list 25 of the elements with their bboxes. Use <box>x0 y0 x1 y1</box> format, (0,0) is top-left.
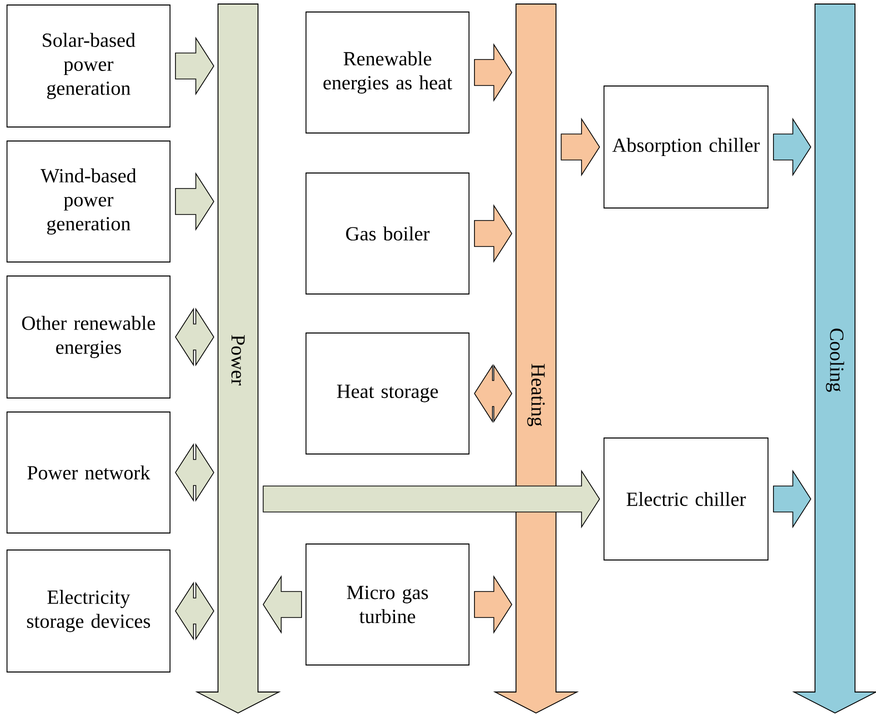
process-box: Micro gas turbine <box>306 544 470 666</box>
process-box: Power network <box>6 412 170 534</box>
block-arrow <box>773 470 812 528</box>
block-arrow <box>474 43 512 102</box>
block-arrow <box>262 575 302 634</box>
process-box: Heat storage <box>306 332 470 454</box>
process-box: Electric chiller <box>604 438 768 560</box>
block-arrow <box>174 582 214 640</box>
block-arrow <box>262 470 600 528</box>
block-arrow <box>474 204 512 263</box>
process-box: Other renewable energies <box>6 276 170 398</box>
process-box: Electricity storage devices <box>6 550 170 672</box>
block-arrow <box>474 575 512 634</box>
block-arrow <box>174 308 214 366</box>
block-arrow <box>773 118 812 176</box>
block-arrow <box>560 118 600 176</box>
block-arrow <box>175 172 214 231</box>
process-box: Gas boiler <box>306 172 470 294</box>
process-box: Absorption chiller <box>604 86 768 208</box>
process-box: Wind-based power generation <box>6 140 170 262</box>
process-box: Renewable energies as heat <box>306 12 470 134</box>
block-arrow <box>175 36 214 96</box>
block-arrow <box>174 443 214 502</box>
process-box: Solar-based power generation <box>6 4 170 128</box>
block-arrow <box>474 364 512 423</box>
